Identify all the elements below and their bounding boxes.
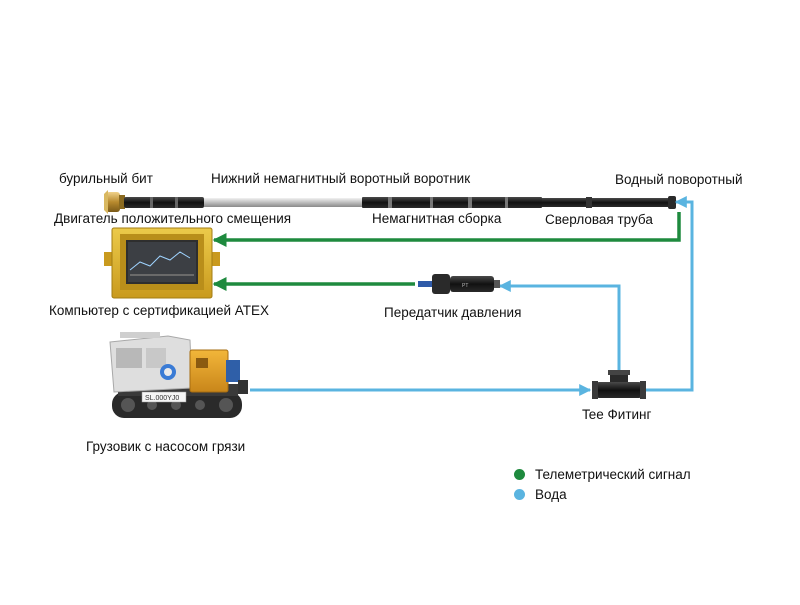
legend-water-label: Вода (535, 487, 567, 502)
drill-string (104, 190, 676, 214)
atex-computer-icon (104, 227, 220, 299)
drill-pipe-section (542, 198, 668, 207)
label-drill-bit: бурильный бит (59, 171, 153, 186)
tee-fitting-icon (592, 370, 646, 399)
label-atex-computer: Компьютер с сертификацией ATEX (49, 303, 270, 318)
label-pressure-transmitter: Передатчик давления (384, 305, 522, 320)
label-lower-collar: Нижний немагнитный воротный воротник (211, 171, 471, 186)
telemetry-line-drillstring (212, 212, 681, 247)
drill-bit-icon (104, 190, 125, 214)
label-pdm-motor: Двигатель положительного смещения (54, 211, 292, 226)
svg-text:PT: PT (462, 283, 468, 289)
pressure-transmitter-icon: PT (418, 274, 500, 294)
nonmag-collar-section (204, 198, 362, 207)
label-water-swivel: Водный поворотный (615, 172, 743, 187)
telemetry-lines (212, 212, 681, 291)
legend-water-dot (514, 489, 525, 500)
truck-plate: SL.000YJ0 (145, 395, 179, 402)
legend-telemetry-dot (514, 469, 525, 480)
label-nonmag-assembly: Немагнитная сборка (372, 211, 502, 226)
pdm-motor-section (124, 197, 204, 208)
water-line-tee-to-pressure (498, 280, 621, 372)
water-line-tee-to-swivel (646, 196, 694, 392)
legend-item-telemetry: Телеметрический сигнал (514, 467, 691, 482)
nonmag-assembly-section (362, 197, 542, 208)
label-mud-pump-truck: Грузовик с насосом грязи (86, 439, 246, 454)
label-tee-fitting: Tee Фитинг (582, 407, 652, 422)
legend-telemetry-label: Телеметрический сигнал (535, 467, 691, 482)
mud-pump-truck-icon: SL.000YJ0 (109, 332, 248, 418)
water-swivel-part (668, 196, 676, 209)
label-drill-pipe: Сверловая труба (545, 212, 653, 227)
water-lines (250, 196, 694, 396)
legend-item-water: Вода (514, 487, 567, 502)
